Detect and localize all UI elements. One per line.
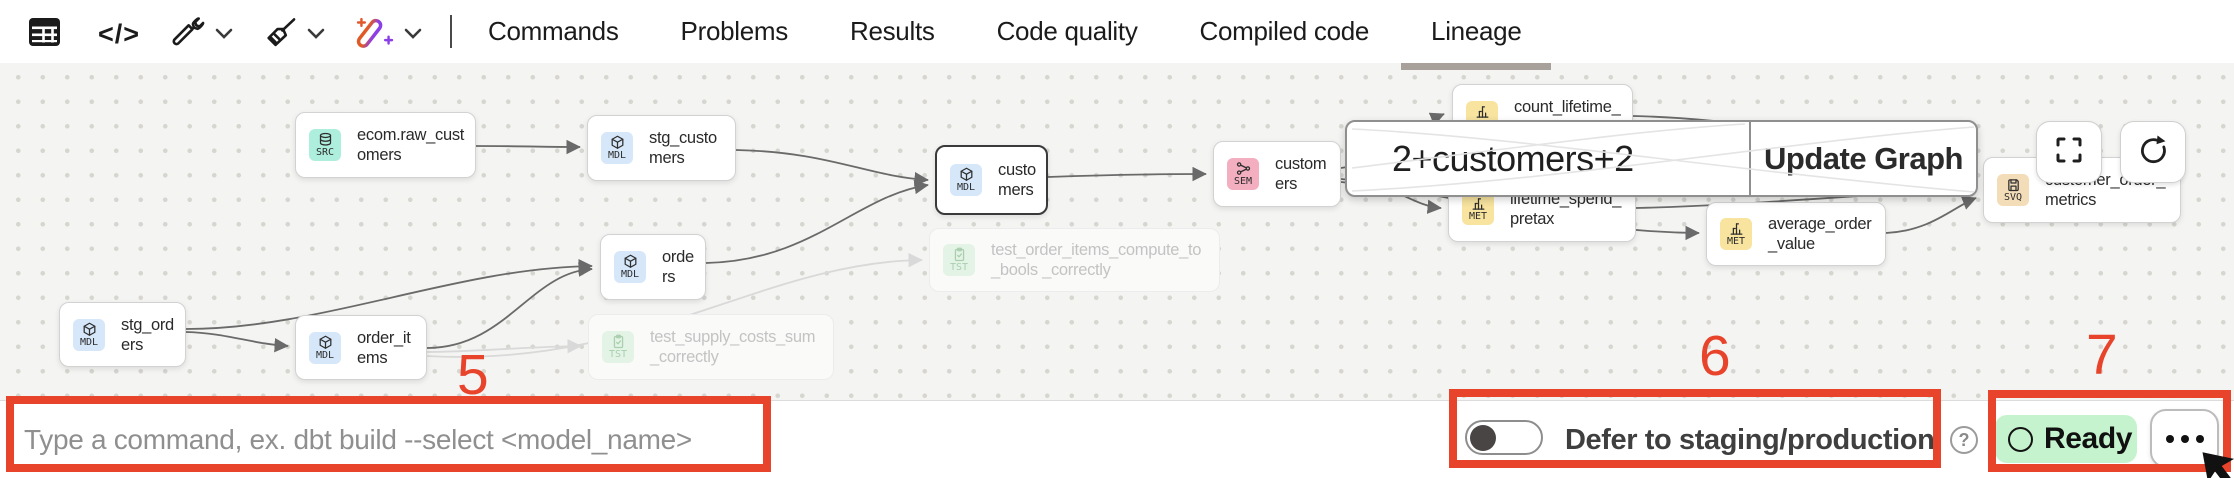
- chevron-down-icon: [404, 26, 422, 44]
- format-tools-button[interactable]: [264, 16, 298, 54]
- node-type-label: SEM: [1233, 176, 1253, 187]
- refresh-icon: [2137, 134, 2169, 171]
- node-label: ecom.raw_customers: [357, 126, 465, 164]
- node-type-label: MDL: [620, 269, 640, 280]
- node-label: test_order_items_compute_to_bools _corre…: [991, 241, 1202, 279]
- tab-code-quality[interactable]: Code quality: [996, 16, 1138, 46]
- lineage-node-customers-semantic[interactable]: SEM customers: [1213, 141, 1341, 207]
- defer-toggle[interactable]: [1465, 420, 1543, 455]
- more-options-button[interactable]: [2150, 409, 2219, 468]
- node-label: test_supply_costs_sum_correctly: [650, 328, 816, 366]
- lineage-node-test-order-items[interactable]: TST test_order_items_compute_to_bools _co…: [929, 228, 1220, 292]
- build-tools-chevron[interactable]: [215, 26, 233, 44]
- tab-problems[interactable]: Problems: [680, 16, 789, 46]
- tab-lineage[interactable]: Lineage: [1401, 0, 1552, 70]
- ai-assist-chevron[interactable]: [404, 26, 422, 44]
- code-view-icon[interactable]: </>: [98, 19, 141, 49]
- help-icon[interactable]: ?: [1950, 426, 1978, 454]
- lineage-node-order-items[interactable]: MDL order_items: [295, 315, 427, 380]
- update-graph-button[interactable]: Update Graph: [1749, 122, 1976, 195]
- metric-chart-icon: MET: [1462, 193, 1494, 225]
- graph-selector-input[interactable]: 2+customers+2: [1392, 137, 1634, 179]
- node-type-label: MET: [1468, 211, 1488, 222]
- node-label: customers: [998, 161, 1036, 199]
- node-type-label: TST: [949, 262, 969, 273]
- refresh-button[interactable]: [2120, 121, 2186, 183]
- node-type-label: SRC: [315, 147, 335, 158]
- toolbar-divider: [450, 15, 452, 48]
- build-tools-button[interactable]: [172, 16, 205, 54]
- database-icon: SRC: [309, 129, 341, 161]
- cube-icon: MDL: [601, 132, 633, 164]
- editor-header: </>: [0, 0, 2234, 70]
- tab-results[interactable]: Results: [849, 16, 935, 46]
- chevron-down-icon: [215, 26, 233, 44]
- graph-selector-bar: 2+customers+2 Update Graph: [1345, 120, 1978, 197]
- magic-wand-icon: [356, 15, 394, 54]
- status-badge[interactable]: Ready: [1995, 415, 2137, 463]
- cube-icon: MDL: [950, 164, 982, 196]
- node-label: stg_customers: [649, 129, 717, 167]
- tab-compiled-code[interactable]: Compiled code: [1199, 16, 1370, 46]
- lineage-node-test-supply-costs[interactable]: TST test_supply_costs_sum_correctly: [588, 314, 834, 380]
- command-input[interactable]: [24, 415, 754, 465]
- wrench-icon: [172, 16, 205, 54]
- fullscreen-icon: [2054, 135, 2084, 170]
- lineage-node-orders[interactable]: MDL orders: [600, 234, 706, 300]
- broom-icon: [264, 16, 298, 54]
- metric-chart-icon: MET: [1720, 218, 1752, 250]
- node-type-label: TST: [608, 349, 628, 360]
- node-label: average_order_value: [1768, 215, 1872, 253]
- format-tools-chevron[interactable]: [307, 26, 325, 44]
- ai-assist-button[interactable]: [356, 15, 394, 54]
- node-type-label: SVQ: [2003, 192, 2023, 203]
- status-label: Ready: [2044, 422, 2133, 455]
- node-label: customers: [1275, 155, 1327, 193]
- status-circle-icon: [2008, 426, 2033, 452]
- chevron-down-icon: [307, 26, 325, 44]
- lineage-node-customers-model[interactable]: MDL customers: [935, 145, 1048, 215]
- panel-tabs: Commands Problems Results Code quality Compi…: [458, 0, 1552, 70]
- node-label: order_items: [357, 328, 411, 367]
- test-clipboard-icon: TST: [943, 244, 975, 276]
- toggle-knob-icon: [1470, 424, 1496, 451]
- node-type-label: MET: [1726, 236, 1746, 247]
- node-type-label: MDL: [607, 150, 627, 161]
- node-type-label: MDL: [315, 349, 335, 361]
- ellipsis-icon: [2165, 434, 2174, 443]
- cube-icon: MDL: [73, 318, 105, 351]
- table-view-icon[interactable]: [28, 17, 61, 47]
- fullscreen-button[interactable]: [2036, 121, 2102, 183]
- lineage-node-average-order-value[interactable]: MET average_order_value: [1706, 202, 1886, 266]
- lineage-node-ecom-raw-customers[interactable]: SRC ecom.raw_customers: [295, 112, 476, 178]
- lineage-node-stg-customers[interactable]: MDL stg_customers: [587, 115, 736, 181]
- node-type-label: MDL: [79, 336, 99, 348]
- defer-label: Defer to staging/production: [1565, 423, 1935, 456]
- saved-query-icon: SVQ: [1997, 174, 2029, 206]
- node-label: stg_orders: [121, 315, 174, 354]
- cube-icon: MDL: [309, 331, 341, 364]
- semantic-graph-icon: SEM: [1227, 158, 1259, 190]
- node-type-label: MDL: [956, 182, 976, 193]
- node-label: orders: [662, 248, 694, 286]
- cube-icon: MDL: [614, 251, 646, 283]
- tab-commands[interactable]: Commands: [488, 16, 619, 46]
- test-clipboard-icon: TST: [602, 331, 634, 363]
- command-bar: Defer to staging/production ? Ready: [0, 400, 2234, 478]
- lineage-node-stg-orders[interactable]: MDL stg_orders: [59, 302, 186, 367]
